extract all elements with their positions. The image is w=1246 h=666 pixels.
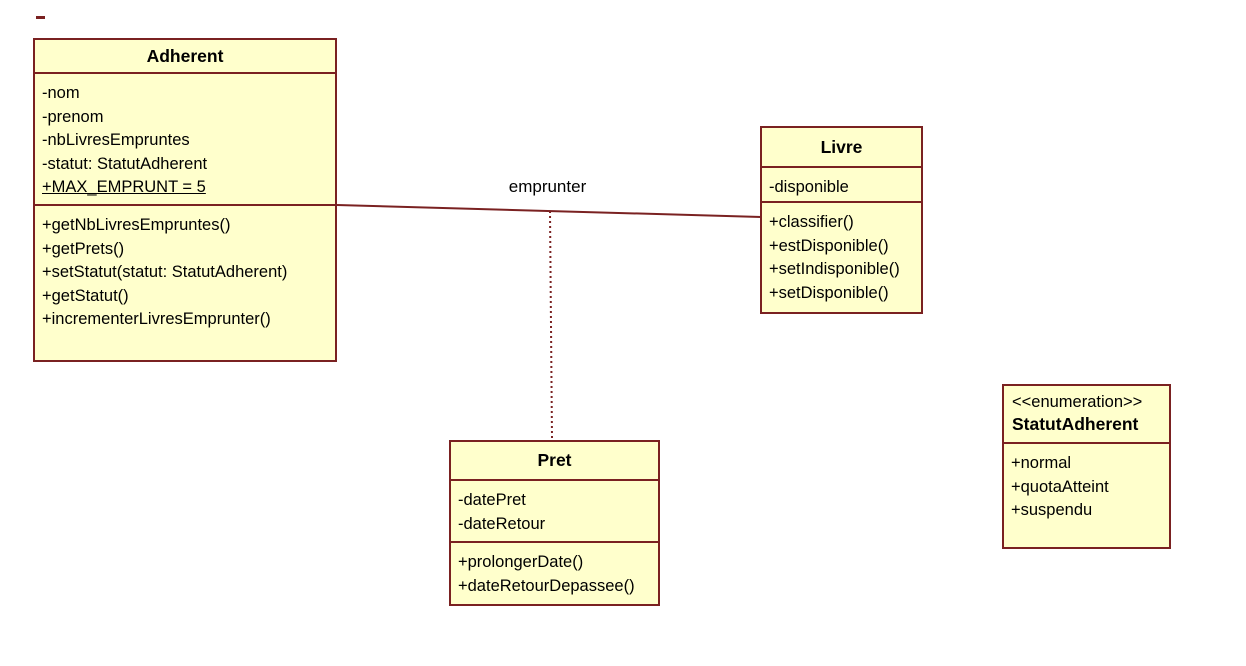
attribute-row: -prenom <box>42 107 104 126</box>
method-row: +setIndisponible() <box>769 260 900 278</box>
association-label: emprunter <box>508 177 587 196</box>
class-livre-methods: +classifier() +estDisponible() +setIndis… <box>762 203 921 312</box>
method-row: +setDisponible() <box>769 283 889 302</box>
class-adherent: Adherent -nom -prenom -nbLivresEmpruntes… <box>33 38 337 362</box>
class-pret: Pret -datePret -dateRetour +prolongerDat… <box>449 440 660 606</box>
method-row: +prolongerDate() <box>458 553 584 571</box>
enumeration-statut-adherent: <<enumeration>> StatutAdherent +normal +… <box>1002 384 1171 549</box>
association-class-dotted-line <box>549 210 553 440</box>
class-pret-methods: +prolongerDate() +dateRetourDepassee() <box>451 543 658 604</box>
attribute-row: -statut: StatutAdherent <box>42 154 208 173</box>
stereotype-label: <<enumeration>> <box>1012 393 1143 411</box>
attribute-row-static: +MAX_EMPRUNT = 5 <box>42 178 206 196</box>
method-row: +getStatut() <box>42 286 129 305</box>
class-livre: Livre -disponible +classifier() +estDisp… <box>760 126 923 314</box>
class-pret-attributes: -datePret -dateRetour <box>451 481 658 543</box>
attribute-row: -nom <box>42 84 80 102</box>
class-livre-title: Livre <box>762 128 921 168</box>
class-adherent-methods: +getNbLivresEmpruntes() +getPrets() +set… <box>35 206 335 360</box>
method-row: +getNbLivresEmpruntes() <box>42 216 231 234</box>
class-adherent-attributes: -nom -prenom -nbLivresEmpruntes -statut:… <box>35 74 335 206</box>
method-row: +getPrets() <box>42 239 125 258</box>
attribute-row: -dateRetour <box>458 514 546 533</box>
attribute-row: -disponible <box>769 178 849 196</box>
method-row: +dateRetourDepassee() <box>458 576 635 595</box>
enumeration-literals: +normal +quotaAtteint +suspendu <box>1004 444 1169 547</box>
method-row: +classifier() <box>769 213 854 231</box>
enum-literal-row: +quotaAtteint <box>1011 477 1109 496</box>
class-adherent-title: Adherent <box>35 40 335 74</box>
attribute-row: -datePret <box>458 491 526 509</box>
method-row: +estDisponible() <box>769 236 889 255</box>
attribute-row: -nbLivresEmpruntes <box>42 131 190 149</box>
class-pret-title: Pret <box>451 442 658 481</box>
method-row: +incrementerLivresEmprunter() <box>42 310 271 328</box>
enumeration-title-text: StatutAdherent <box>1012 414 1139 434</box>
enum-literal-row: +normal <box>1011 454 1072 472</box>
method-row: +setStatut(statut: StatutAdherent) <box>42 263 288 281</box>
enum-literal-row: +suspendu <box>1011 501 1093 519</box>
class-livre-attributes: -disponible <box>762 168 921 203</box>
association-line-adherent-livre <box>336 204 762 218</box>
enumeration-statut-adherent-title: <<enumeration>> StatutAdherent <box>1004 386 1169 444</box>
